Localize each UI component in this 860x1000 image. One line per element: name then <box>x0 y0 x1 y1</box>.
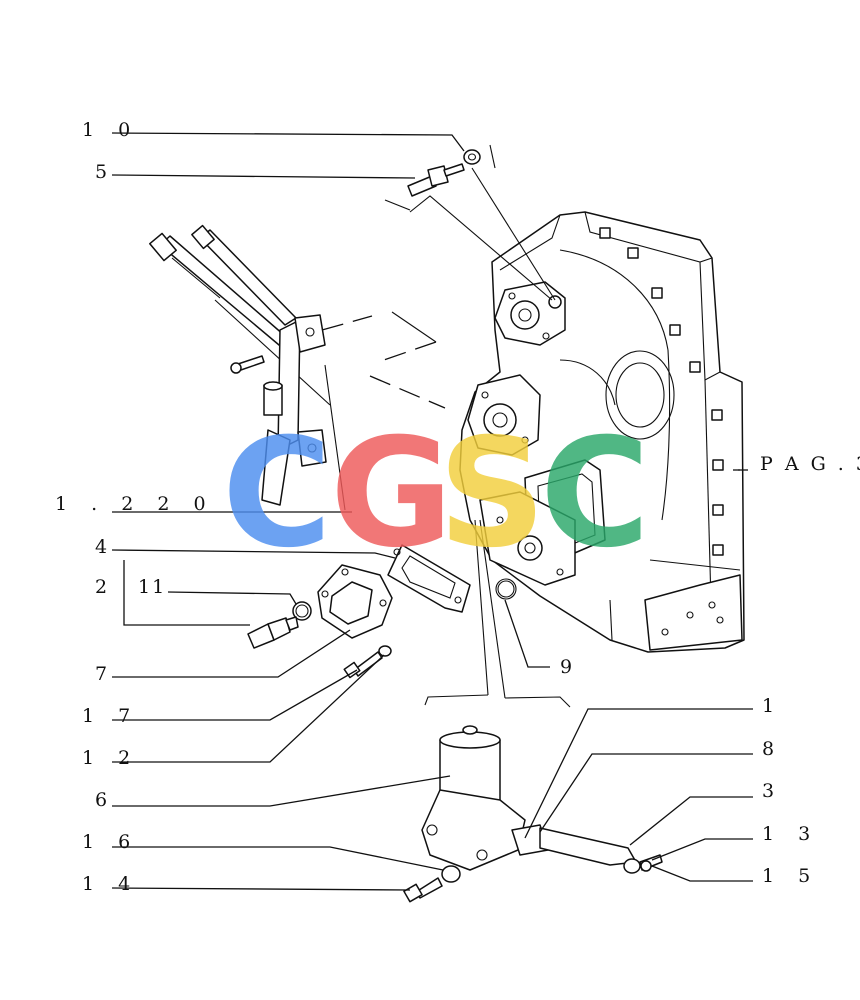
part-6-oil-filter <box>421 725 549 871</box>
callout-11: 11 <box>138 576 166 598</box>
transmission-housing <box>459 211 745 653</box>
part-7-cover <box>317 564 393 639</box>
part-9-oring <box>495 578 517 600</box>
watermark-letter-s: S <box>438 407 546 581</box>
tube-bracket-assembly <box>149 224 331 506</box>
part-16-washer <box>441 865 461 883</box>
part-5-fitting <box>407 163 465 197</box>
callout-15: 1 5 <box>762 865 819 887</box>
callout-5: 5 <box>95 161 116 183</box>
callout-13: 1 3 <box>762 823 819 845</box>
callout-14: 1 4 <box>82 873 139 895</box>
callout-10: 1 0 <box>82 119 139 141</box>
part-17-bolt <box>343 651 383 679</box>
callout-8: 8 <box>762 738 783 760</box>
callout-12: 1 2 <box>82 747 139 769</box>
callout-6: 6 <box>95 789 116 811</box>
assembly-lines <box>321 144 571 708</box>
callout-7: 7 <box>95 663 116 685</box>
part-4-gasket <box>387 544 471 613</box>
callout-1: 1 <box>762 695 783 717</box>
leader-lines <box>111 132 753 891</box>
callout-9: 9 <box>560 656 581 678</box>
watermark-letter-c1: C <box>222 407 332 581</box>
callout-3: 3 <box>762 780 783 802</box>
watermark-letter-c2: C <box>540 407 650 581</box>
part-2-sender <box>247 616 299 649</box>
callout-labels: 1 0 5 1 . 2 2 0 4 2 11 7 1 7 1 2 6 1 6 1… <box>55 119 860 895</box>
callout-pag-3: P A G . 3 <box>760 453 860 475</box>
watermark-logo: C G S C <box>222 407 650 581</box>
callout-4: 4 <box>95 536 116 558</box>
part-11-oring <box>292 601 312 621</box>
callout-16: 1 6 <box>82 831 139 853</box>
callout-1-220: 1 . 2 2 0 <box>55 493 215 515</box>
callout-2: 2 <box>95 576 116 598</box>
part-12-washer <box>378 645 392 657</box>
part-14-bolt <box>403 877 443 903</box>
part-10-washer <box>463 149 481 165</box>
part-3-pipe <box>539 827 641 874</box>
watermark-letter-g: G <box>330 407 453 581</box>
callout-17: 1 7 <box>82 705 139 727</box>
